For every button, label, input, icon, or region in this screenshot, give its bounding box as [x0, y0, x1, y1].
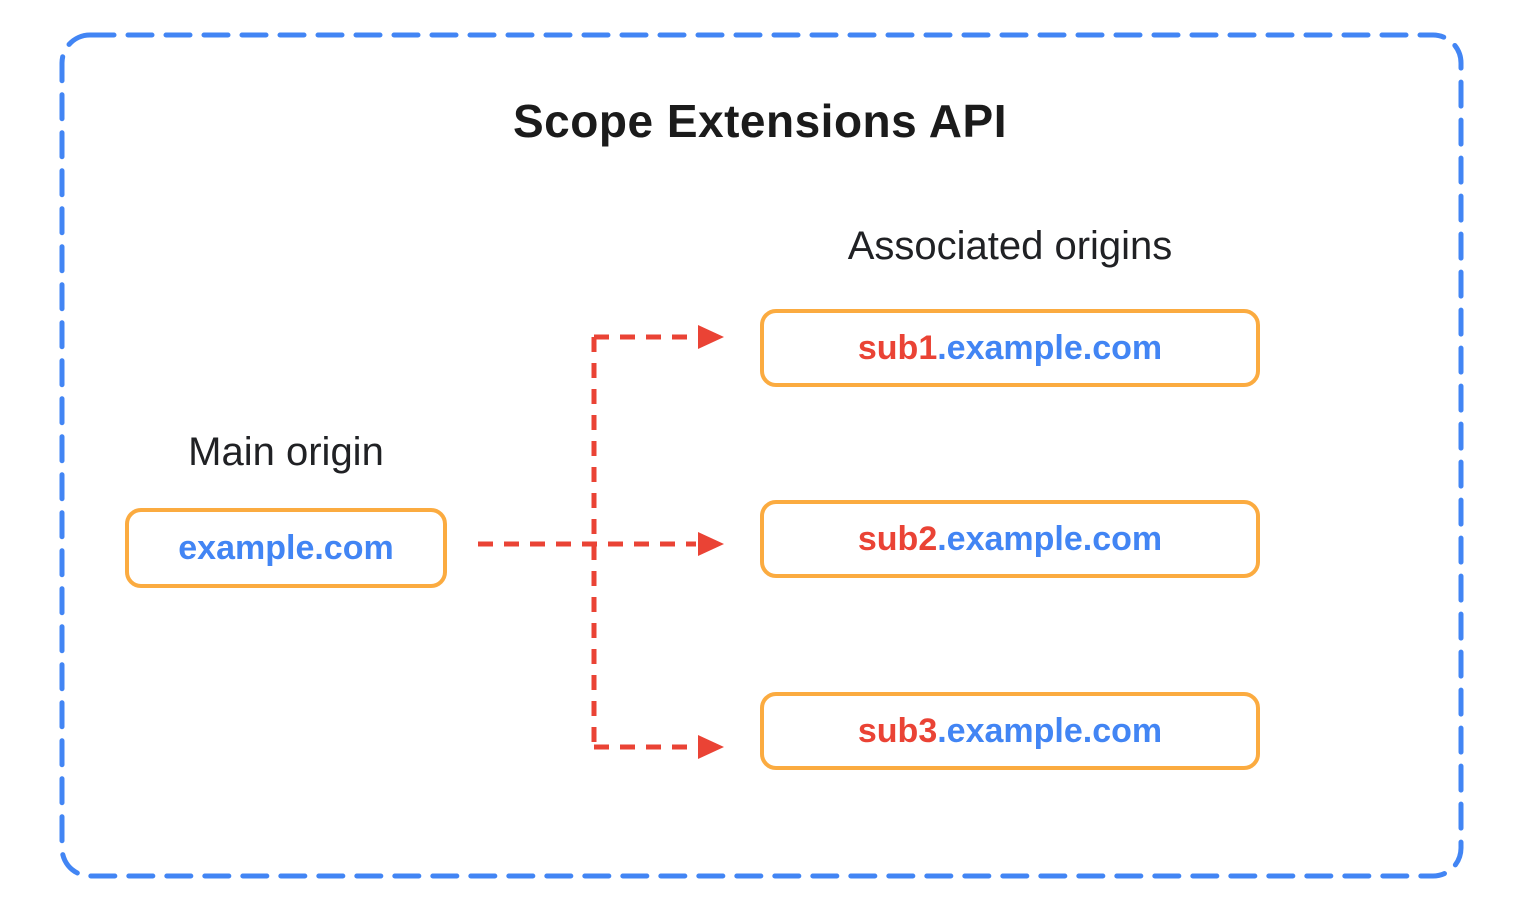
associated-origins-label: Associated origins — [847, 224, 1173, 268]
subdomain-prefix: sub1 — [857, 328, 938, 367]
subdomain-prefix: sub3 — [857, 711, 938, 750]
arrowhead-icon — [698, 325, 724, 349]
domain-suffix: .example.com — [937, 328, 1163, 367]
associated-origin-box-3: sub3.example.com — [760, 692, 1260, 770]
domain-suffix: .example.com — [937, 519, 1163, 558]
associated-origin-box-2: sub2.example.com — [760, 500, 1260, 578]
main-origin-box: example.com — [125, 508, 447, 588]
main-origin-domain: example.com — [178, 528, 394, 567]
main-origin-label: Main origin — [188, 430, 384, 474]
domain-suffix: .example.com — [937, 711, 1163, 750]
associated-origin-box-1: sub1.example.com — [760, 309, 1260, 387]
diagram-title: Scope Extensions API — [513, 95, 1007, 147]
arrowhead-icon — [698, 532, 724, 556]
subdomain-prefix: sub2 — [857, 519, 938, 558]
arrowhead-icon — [698, 735, 724, 759]
